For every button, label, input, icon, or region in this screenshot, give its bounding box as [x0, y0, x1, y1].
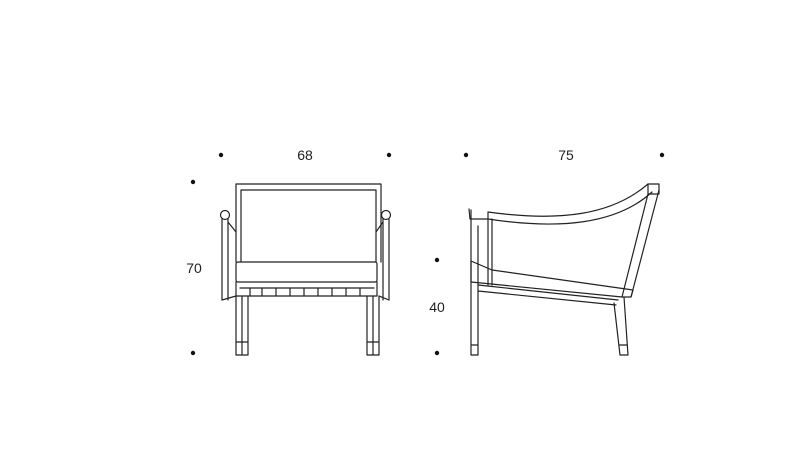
seat-height-marker-top	[434, 257, 440, 263]
front-backrest-frame	[235, 183, 382, 263]
front-seat-cushion	[235, 261, 378, 283]
front-seat-rail	[235, 281, 378, 297]
seat-height-label: 40	[429, 299, 445, 315]
depth-marker-right	[659, 152, 665, 158]
front-view-chair	[219, 183, 392, 356]
width-marker-right	[386, 152, 392, 158]
front-left-leg	[235, 295, 249, 356]
dimension-markers	[190, 152, 665, 356]
front-right-leg	[366, 295, 380, 356]
depth-marker-left	[463, 152, 469, 158]
side-rear-leg	[613, 296, 629, 356]
front-right-arm-post	[375, 218, 390, 301]
side-view-chair	[468, 183, 660, 356]
side-seat-cushion	[470, 260, 634, 298]
front-left-armrest-knob	[219, 209, 231, 221]
side-armrest	[468, 183, 653, 225]
width-marker-left	[218, 152, 224, 158]
front-arm-support	[221, 295, 390, 301]
front-width-label: 68	[297, 147, 313, 163]
side-backrest-top	[647, 183, 660, 195]
side-arm-frame	[487, 218, 493, 286]
seat-height-marker-bottom	[434, 350, 440, 356]
side-seat-rail	[477, 284, 619, 306]
side-depth-label: 75	[558, 147, 574, 163]
front-left-arm-post	[221, 218, 237, 301]
front-right-armrest-knob	[380, 209, 392, 221]
height-marker-bottom	[190, 350, 196, 356]
front-height-label: 70	[186, 260, 202, 276]
front-backrest-panel	[240, 189, 377, 263]
height-marker-top	[190, 179, 196, 185]
side-backrest	[621, 189, 660, 298]
